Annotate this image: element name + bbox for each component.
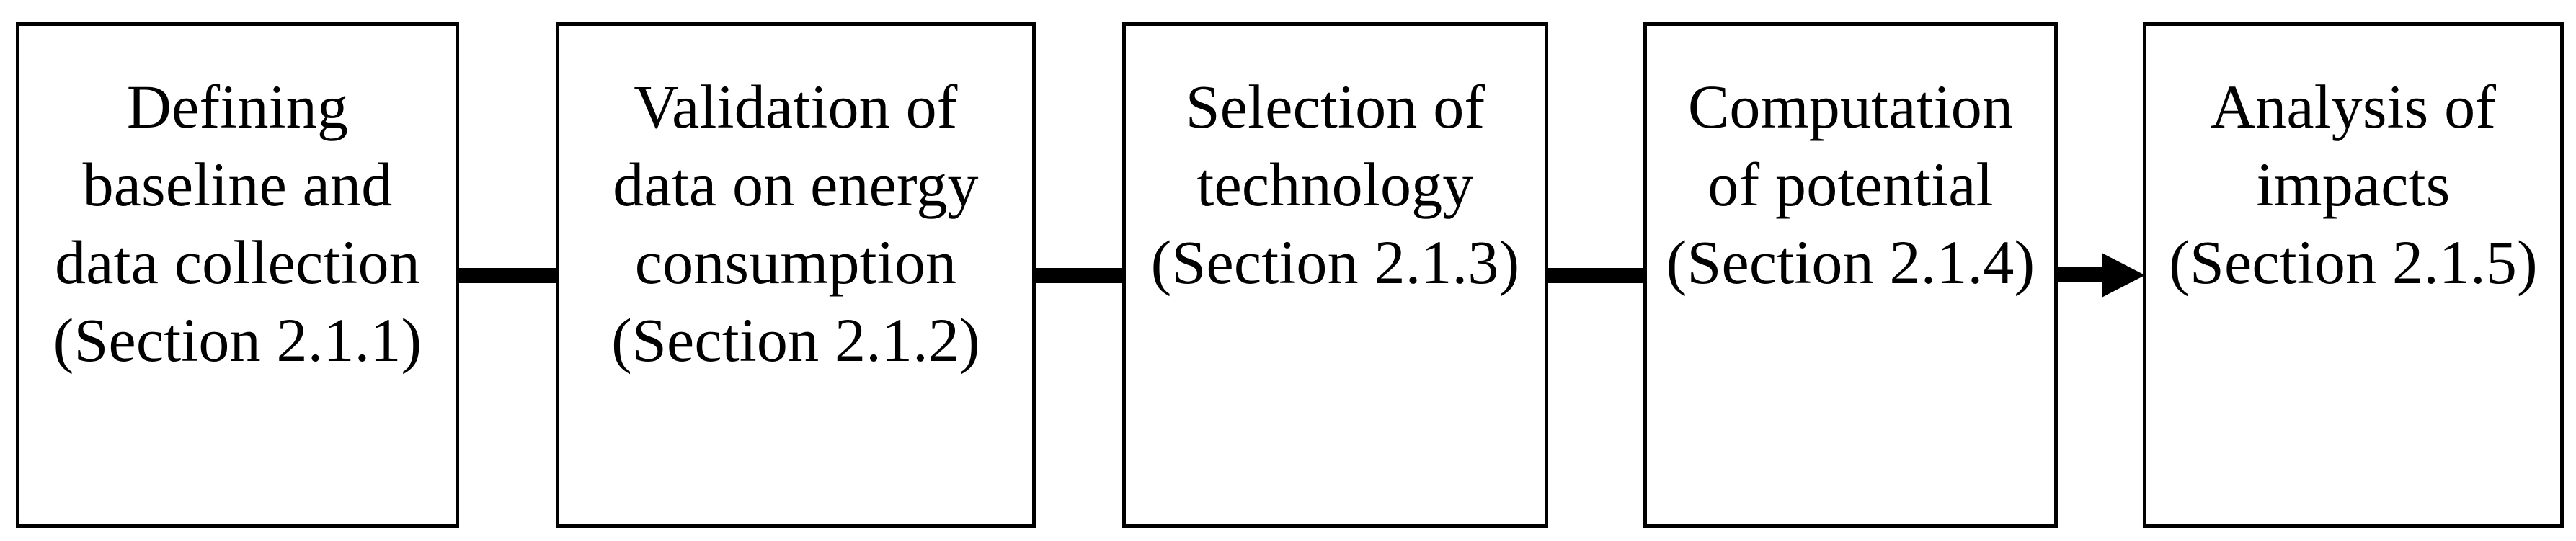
flow-node-4-line-1: Computation — [1687, 72, 2014, 141]
arrow-shaft — [2054, 267, 2105, 282]
flow-node-3-text: Selection of technology (Section 2.1.3) — [1126, 68, 1545, 301]
flow-node-5-text: Analysis of impacts (Section 2.1.5) — [2146, 68, 2560, 301]
flow-connector-3 — [1545, 268, 1647, 283]
flow-connector-1 — [456, 268, 559, 283]
flow-node-defining-baseline-and-data-collection[interactable]: Defining baseline and data collection (S… — [16, 22, 459, 528]
flow-node-selection-of-technology[interactable]: Selection of technology (Section 2.1.3) — [1122, 22, 1548, 528]
flow-connector-4-arrow — [2054, 253, 2146, 298]
flow-node-3-line-2: technology — [1196, 150, 1474, 219]
arrow-head-icon — [2102, 253, 2145, 298]
flow-node-analysis-of-impacts[interactable]: Analysis of impacts (Section 2.1.5) — [2143, 22, 2564, 528]
flow-node-3-line-3: (Section 2.1.3) — [1150, 228, 1520, 297]
flow-node-1-text: Defining baseline and data collection (S… — [19, 68, 456, 379]
flow-node-1-line-1: Defining — [126, 72, 349, 141]
flow-node-4-line-2: of potential — [1707, 150, 1994, 219]
flow-node-4-text: Computation of potential (Section 2.1.4) — [1647, 68, 2054, 301]
flow-node-3-line-1: Selection of — [1185, 72, 1485, 141]
flow-node-2-line-2: data on energy — [613, 150, 979, 219]
flow-node-5-line-3: (Section 2.1.5) — [2169, 228, 2538, 297]
flow-node-4-line-3: (Section 2.1.4) — [1666, 228, 2035, 297]
flow-node-5-line-2: impacts — [2256, 150, 2451, 219]
flow-node-2-line-4: (Section 2.1.2) — [611, 305, 980, 375]
flow-node-1-line-2: baseline and — [82, 150, 393, 219]
flow-node-1-line-4: (Section 2.1.1) — [53, 305, 422, 375]
flow-node-2-line-1: Validation of — [634, 72, 958, 141]
flow-node-1-line-3: data collection — [55, 228, 420, 297]
flow-node-computation-of-potential[interactable]: Computation of potential (Section 2.1.4) — [1643, 22, 2058, 528]
flow-node-2-text: Validation of data on energy consumption… — [559, 68, 1032, 379]
flow-node-5-line-1: Analysis of — [2210, 72, 2497, 141]
flow-node-2-line-3: consumption — [634, 228, 957, 297]
flow-node-validation-of-data-on-energy-consumption[interactable]: Validation of data on energy consumption… — [556, 22, 1036, 528]
flow-connector-2 — [1032, 268, 1126, 283]
